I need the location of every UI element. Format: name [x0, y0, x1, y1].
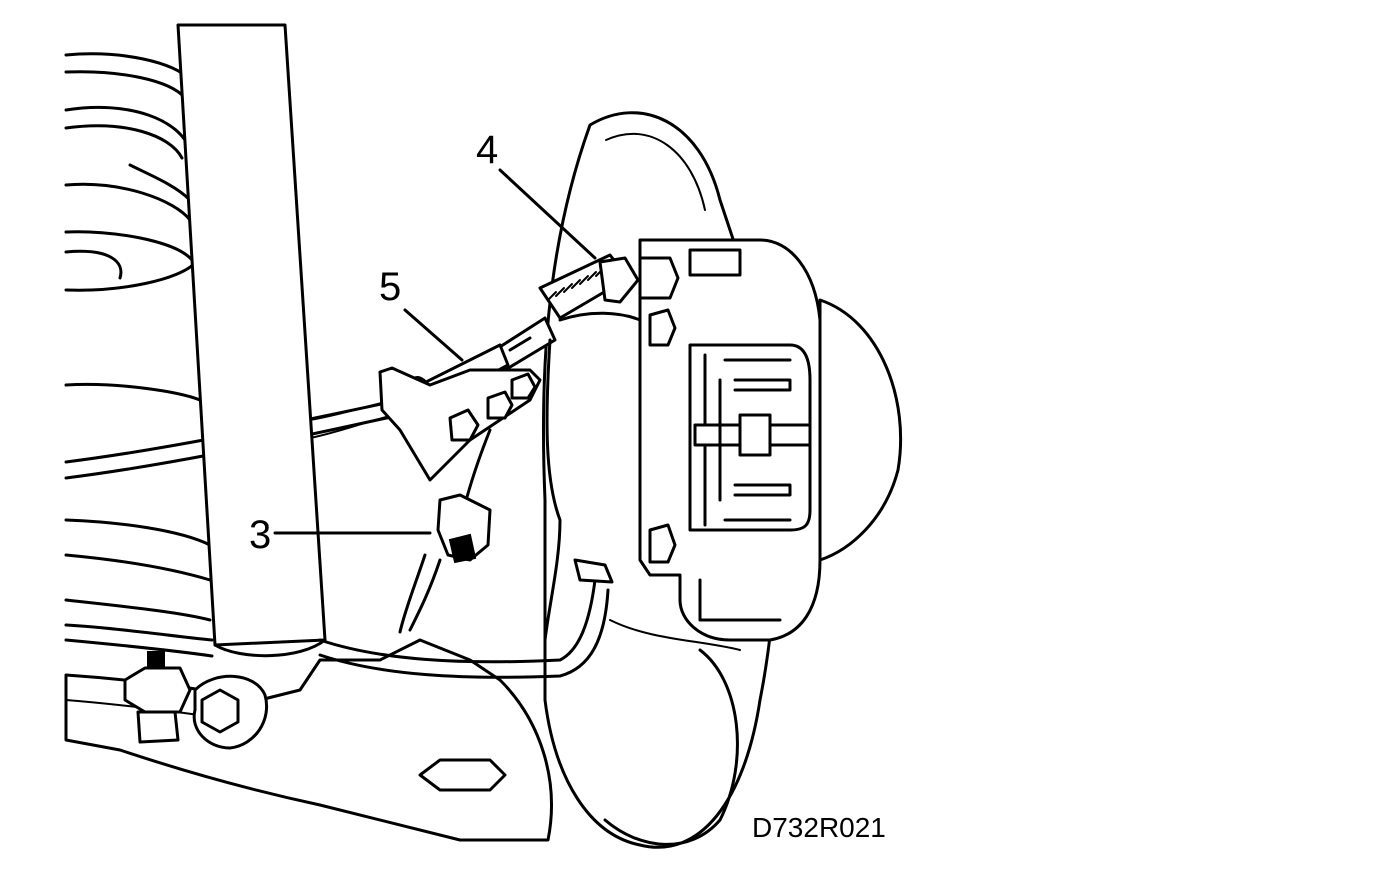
abs-sensor-wire	[318, 428, 614, 679]
leader-5	[403, 308, 464, 362]
hub-cap	[818, 298, 903, 562]
figure-code: D732R021	[752, 812, 886, 843]
callout-5: 5	[379, 265, 401, 309]
cable-bracket	[378, 366, 542, 482]
callout-4: 4	[476, 128, 498, 172]
callout-3: 3	[249, 513, 271, 557]
leader-4	[498, 168, 597, 260]
shock-absorber	[176, 23, 327, 658]
steering-knuckle	[543, 311, 642, 642]
coil-spring	[64, 52, 212, 622]
brake-caliper	[638, 238, 822, 642]
mount-bolt	[123, 651, 192, 744]
